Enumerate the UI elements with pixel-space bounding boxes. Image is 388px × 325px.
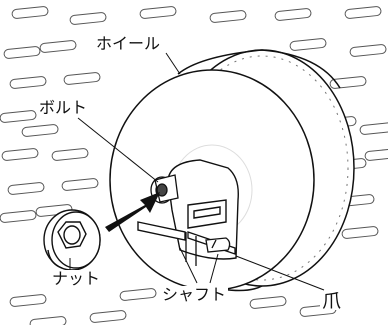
cage-bar [51, 148, 89, 161]
cage-bar [7, 182, 45, 195]
cage-bar [0, 210, 37, 223]
cage-bar [139, 6, 177, 19]
cage-bars [0, 6, 388, 325]
cage-bar [39, 40, 77, 53]
cage-bar [69, 12, 107, 25]
bolt [150, 174, 179, 204]
label-bolt: ボルト [37, 98, 90, 117]
wheel-tread [175, 55, 349, 281]
leader-lines [69, 52, 325, 291]
label-nut: ナット [50, 269, 103, 288]
cage-bar [344, 6, 382, 19]
cage-bar [0, 110, 37, 123]
insert-arrow [105, 192, 160, 232]
leader-shaft-a [179, 247, 198, 284]
label-wheel: ホイール [94, 34, 163, 53]
cage-bar [119, 288, 157, 301]
bracket-slot [193, 206, 221, 219]
cage-bar [61, 178, 99, 191]
cage-bar [289, 38, 327, 51]
cage-bar [274, 8, 312, 21]
cage-bar [249, 296, 287, 309]
cage-bar [329, 76, 367, 89]
cage-bar [9, 294, 47, 307]
cage-bar [21, 124, 59, 137]
cage-bar [11, 6, 49, 19]
cage-bar [89, 310, 127, 323]
cage-bar [1, 148, 39, 161]
cage-bar [209, 10, 247, 23]
leader-shaft-b [209, 253, 219, 284]
claw-tip [205, 237, 231, 253]
leader-claw [235, 255, 325, 291]
leader-wheel [165, 52, 181, 75]
claw-lead [211, 239, 217, 249]
label-shaft: シャフト [160, 285, 229, 304]
cage-bar [349, 44, 387, 57]
cage-bar [29, 316, 67, 325]
cage-bar [63, 72, 101, 85]
cage-bar [364, 148, 388, 161]
bracket-arm [137, 221, 186, 241]
leader-bolt [77, 117, 159, 183]
label-claw: 爪 [320, 290, 344, 312]
wheel-top-edge [177, 49, 341, 89]
nut [43, 209, 101, 271]
shaft [185, 231, 236, 266]
cage-bar [9, 76, 47, 89]
cage-bar [341, 226, 379, 239]
cage-bar [3, 46, 41, 59]
cage-bar [359, 122, 388, 135]
cage-bar [35, 204, 73, 217]
